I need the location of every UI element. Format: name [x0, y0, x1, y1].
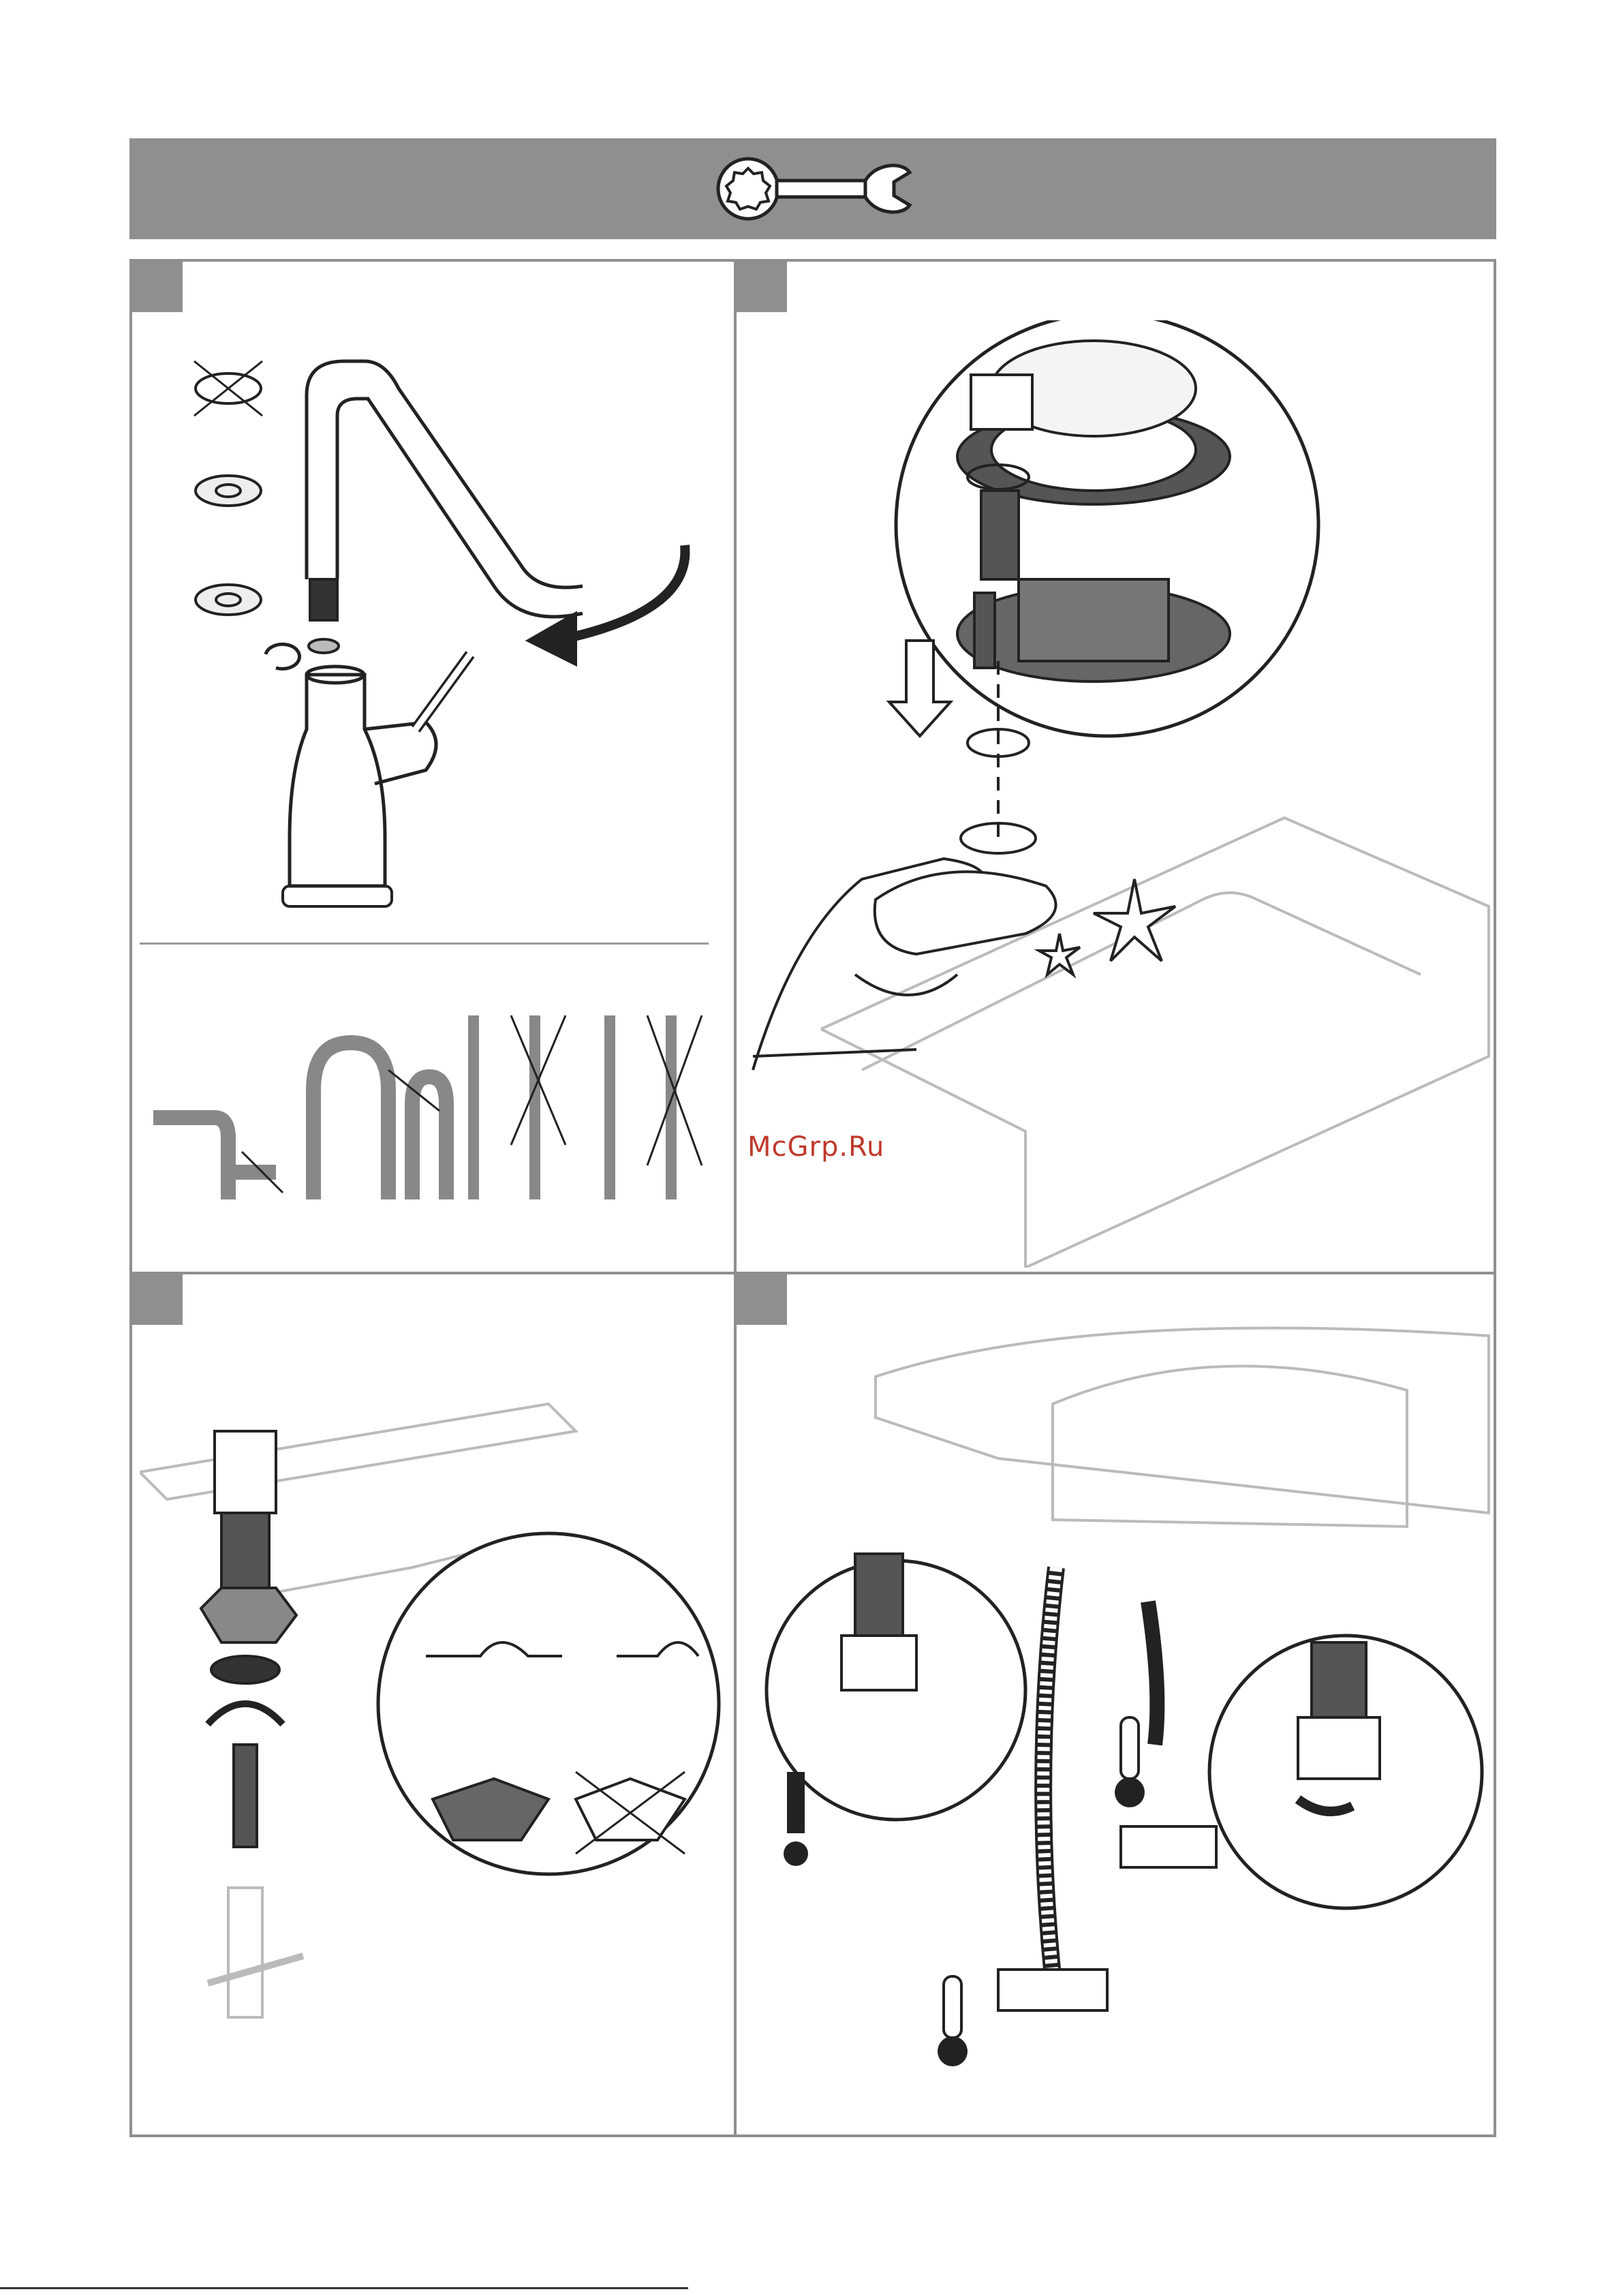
watermark-text: McGrp.Ru: [747, 1131, 884, 1163]
faucet-installation-illustration: [140, 320, 726, 1268]
mounting-bracket-illustration: [140, 1390, 726, 2126]
water-connection-illustration: [739, 1295, 1492, 2126]
wrench-icon: [715, 156, 913, 221]
step-tab-3: [129, 1272, 183, 1325]
footer-line: [0, 2287, 688, 2289]
sink-cleaning-illustration: [739, 320, 1492, 1268]
step-tab-1: [129, 259, 183, 312]
step-tab-2: [734, 259, 787, 312]
header-bar: [129, 138, 1496, 239]
horizontal-divider: [129, 1272, 1496, 1274]
vertical-divider: [734, 259, 737, 2137]
